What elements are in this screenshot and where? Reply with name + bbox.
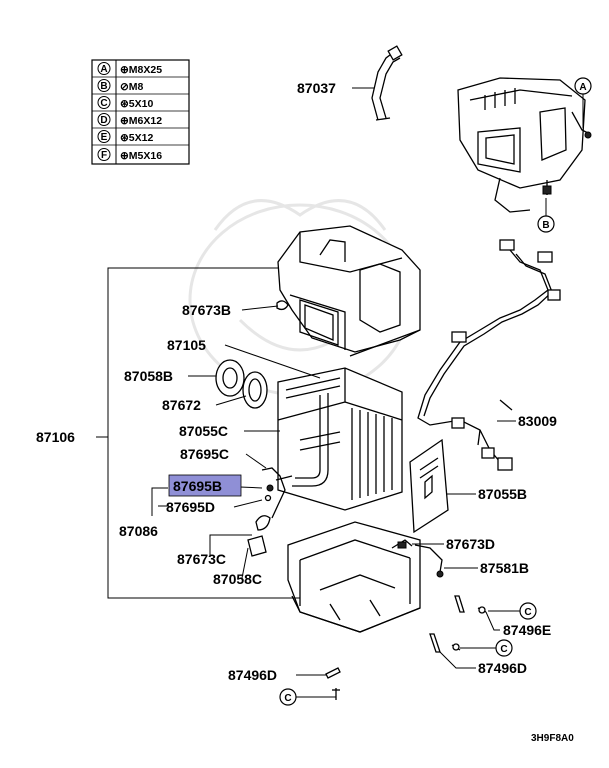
callout-labels: 87037 87673B 87105 87058B 87672 87106 87… <box>36 80 557 683</box>
callout-87695b[interactable]: 87695B <box>173 478 222 494</box>
callout-87695b-highlight <box>168 474 242 497</box>
fastener-marker-b-label: B <box>542 220 549 231</box>
filter-87055b-drawing <box>409 438 449 534</box>
fastener-marker-c1-label: C <box>524 607 531 618</box>
fastener-marker-a: A <box>574 77 592 128</box>
seal-87058c-drawing <box>247 535 267 557</box>
leader-lines <box>188 87 516 676</box>
callout-87673b: 87673B <box>182 302 231 318</box>
clip-87673c-drawing <box>255 515 271 531</box>
fastener-marker-c-2: C <box>460 639 513 657</box>
screw-87496e-drawing <box>454 595 487 614</box>
legend-value-c: ⊛5X10 <box>120 98 153 110</box>
legend-key-c: C <box>100 98 107 109</box>
callout-87496d-left: 87496D <box>228 667 277 683</box>
wiring-harness-drawing <box>417 239 561 471</box>
fastener-marker-c-1: C <box>488 602 537 620</box>
hose-87037-drawing <box>371 45 403 121</box>
callout-87673d: 87673D <box>446 536 495 552</box>
callout-87496d-right: 87496D <box>478 660 527 676</box>
assembly-bracket-87086 <box>151 487 168 516</box>
callout-87086: 87086 <box>119 523 158 539</box>
clip-87673d-drawing <box>391 539 413 549</box>
assembly-bracket-87106 <box>96 267 300 599</box>
callout-87695c: 87695C <box>180 446 229 462</box>
legend-row-a: A ⊕M8X25 <box>97 62 162 76</box>
callout-87672: 87672 <box>162 397 201 413</box>
legend-value-e: ⊛5X12 <box>120 132 153 144</box>
lower-case-drawing <box>287 521 421 633</box>
callout-87695d: 87695D <box>166 499 215 515</box>
fastener-marker-c2-label: C <box>500 644 507 655</box>
fastener-marker-c-3: C <box>279 688 336 706</box>
screw-87496d-right-drawing <box>429 633 461 653</box>
fastener-marker-b: B <box>537 198 555 233</box>
fastener-marker-c3-label: C <box>284 693 291 704</box>
clip-87673b-drawing <box>276 300 289 311</box>
callout-87106: 87106 <box>36 429 75 445</box>
fastener-marker-a-label: A <box>579 82 586 93</box>
evaporator-drawing <box>277 367 403 511</box>
legend-row-b: B ⊘M8 <box>97 79 144 93</box>
screw-87496d-left-drawing <box>325 667 341 700</box>
seal-87058b-drawing <box>215 359 245 397</box>
blower-unit-drawing <box>457 77 592 213</box>
callout-87058b: 87058B <box>124 368 173 384</box>
callout-87105: 87105 <box>167 337 206 353</box>
legend-row-f: F ⊕M5X16 <box>97 148 162 162</box>
legend-key-d: D <box>100 115 107 126</box>
legend-row-e: E ⊛5X12 <box>97 130 153 144</box>
legend-key-f: F <box>101 150 107 161</box>
legend-key-b: B <box>100 81 107 92</box>
legend-value-a: ⊕M8X25 <box>120 64 162 76</box>
fastener-legend-table: A ⊕M8X25 B ⊘M8 C ⊛5X10 D ⊕M6X12 E ⊛5X12 … <box>91 59 190 165</box>
callout-87037: 87037 <box>297 80 336 96</box>
legend-value-f: ⊕M5X16 <box>120 150 162 162</box>
sensor-cluster-drawing <box>261 467 293 519</box>
callout-83009: 83009 <box>518 413 557 429</box>
callout-87055b: 87055B <box>478 486 527 502</box>
upper-case-drawing <box>277 225 421 357</box>
legend-row-d: D ⊕M6X12 <box>97 113 162 127</box>
ring-87672-drawing <box>242 371 268 409</box>
callout-87058c: 87058C <box>213 571 262 587</box>
legend-key-a: A <box>100 64 107 75</box>
legend-key-e: E <box>101 132 108 143</box>
callout-87055c: 87055C <box>179 423 228 439</box>
legend-row-c: C ⊛5X10 <box>97 96 153 110</box>
callout-87673c: 87673C <box>177 551 226 567</box>
callout-87496e: 87496E <box>503 622 551 638</box>
legend-value-d: ⊕M6X12 <box>120 115 162 127</box>
callout-87581b: 87581B <box>480 560 529 576</box>
sensor-87581b-drawing <box>414 544 444 578</box>
diagram-code: 3H9F8A0 <box>531 733 574 744</box>
legend-value-b: ⊘M8 <box>120 81 144 93</box>
